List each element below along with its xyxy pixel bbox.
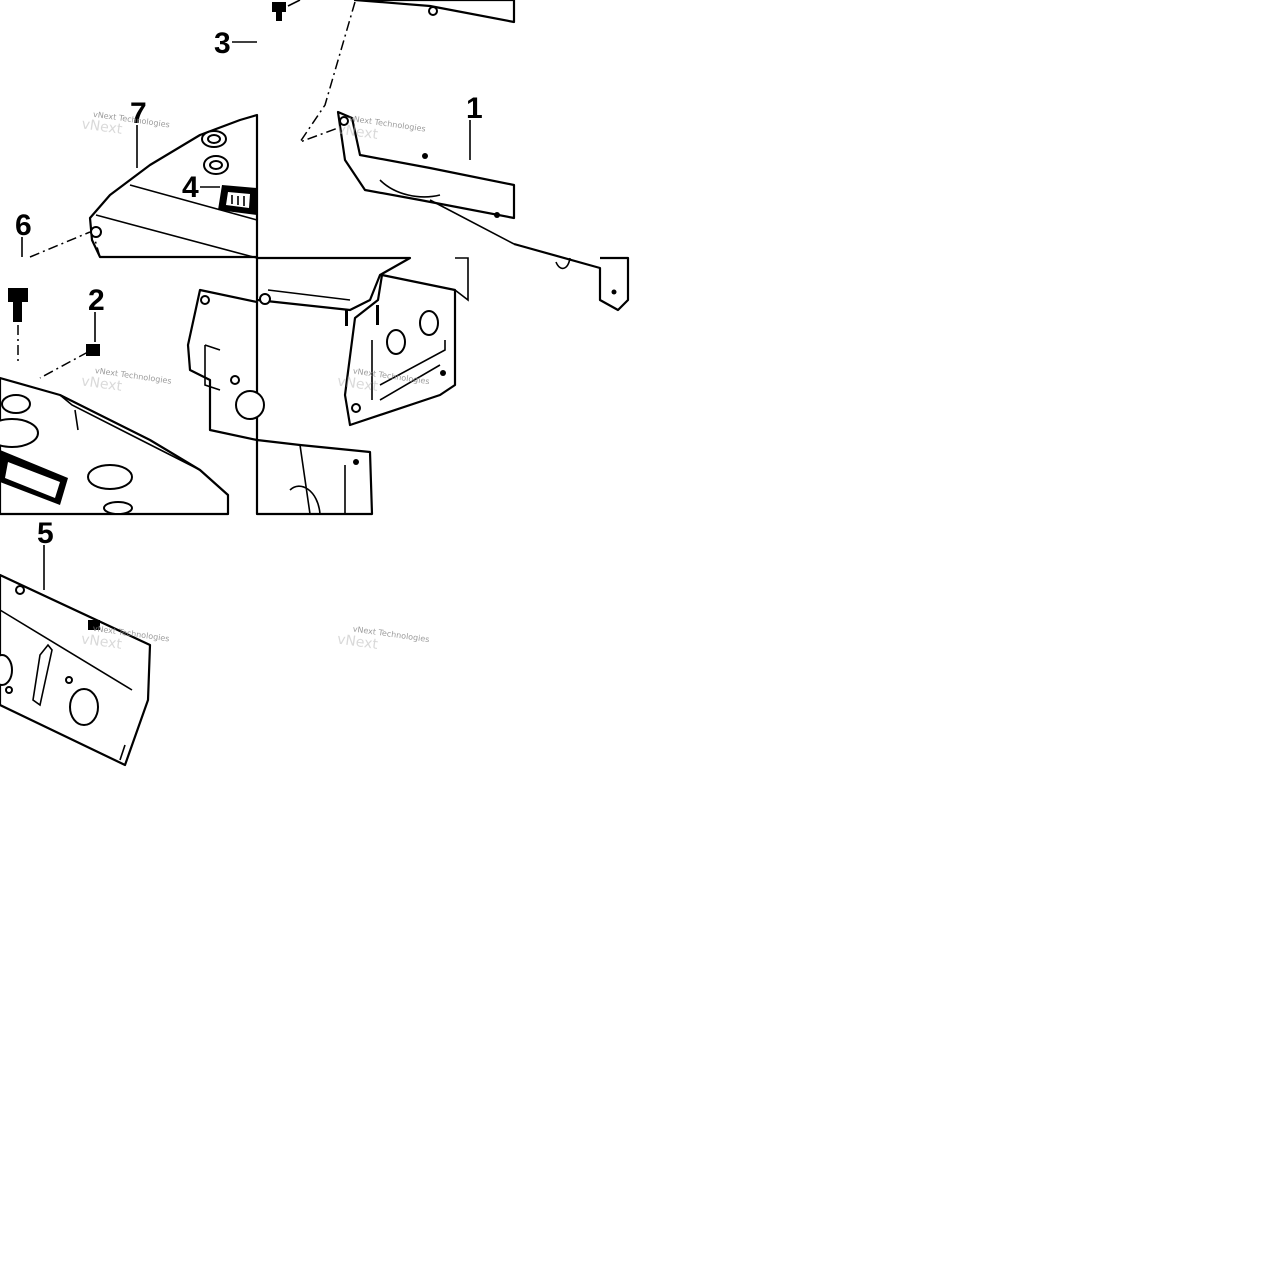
callout-3: 3 <box>214 27 231 60</box>
svg-text:vNext: vNext <box>81 116 124 138</box>
callout-1: 1 <box>466 92 483 125</box>
cover-part-7 <box>88 113 259 259</box>
callout-6: 6 <box>15 209 32 242</box>
leader-lines <box>21 41 471 590</box>
callout-2: 2 <box>88 284 105 317</box>
part-panel-top <box>298 0 630 312</box>
plate-part-5 <box>0 573 152 767</box>
svg-text:vNext: vNext <box>80 373 123 395</box>
callout-4: 4 <box>182 171 199 204</box>
end-bracket <box>255 256 469 516</box>
bracket-assembly-mid <box>0 288 265 516</box>
callout-7: 7 <box>130 97 147 130</box>
callout-5: 5 <box>37 517 54 550</box>
screw-part-3 <box>272 0 301 21</box>
svg-text:vNext: vNext <box>336 631 379 653</box>
svg-text:vNext: vNext <box>336 121 379 143</box>
svg-text:vNext: vNext <box>336 373 379 395</box>
watermark-1: vNext vNext Technologies <box>81 110 171 138</box>
watermark-3: vNext vNext Technologies <box>80 366 172 395</box>
svg-text:vNext: vNext <box>80 631 123 653</box>
watermark-6: vNext vNext Technologies <box>336 624 430 653</box>
